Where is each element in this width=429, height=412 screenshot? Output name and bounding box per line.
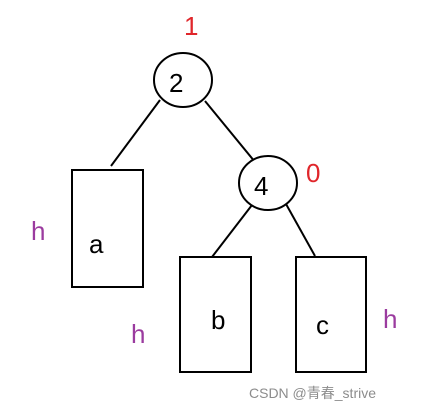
edge-4-to-b — [211, 204, 253, 258]
subtree-c-height: h — [383, 304, 398, 334]
subtree-a-label: a — [89, 229, 104, 259]
node-4-balance-factor: 0 — [306, 158, 321, 188]
subtree-b-box — [179, 256, 252, 373]
subtree-c-box — [295, 256, 367, 373]
subtree-b-label: b — [211, 305, 226, 335]
subtree-a-height: h — [31, 216, 46, 246]
watermark: CSDN @青春_strive — [249, 385, 377, 401]
edge-root-to-4 — [204, 100, 256, 163]
root-balance-factor: 1 — [184, 11, 199, 41]
subtree-b-height: h — [131, 319, 146, 349]
edge-4-to-c — [285, 203, 316, 257]
node-4-circle — [238, 155, 298, 211]
root-node-key: 2 — [169, 68, 184, 98]
node-4-key: 4 — [254, 171, 269, 201]
root-node-circle — [153, 52, 213, 108]
subtree-c-label: c — [316, 310, 329, 340]
subtree-a-box — [71, 169, 144, 288]
edge-root-to-a — [110, 99, 161, 167]
